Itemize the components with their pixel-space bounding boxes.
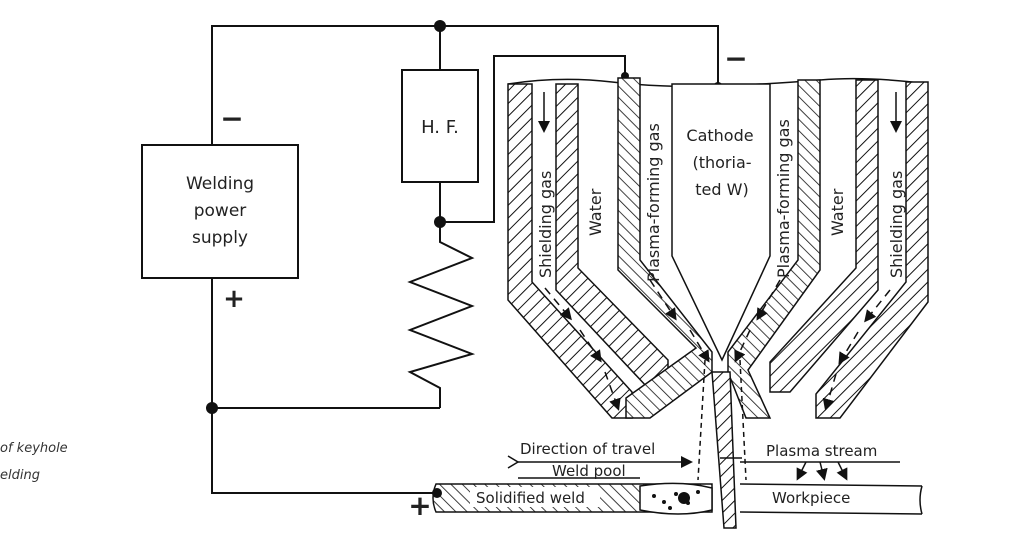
direction-of-travel-label: Direction of travel: [520, 440, 655, 458]
travel-arrows: [507, 455, 900, 481]
welding-power-supply: Welding power supply: [141, 144, 299, 279]
left-shielding-gas-label: Shielding gas: [536, 171, 555, 278]
junction-dot-hf: [434, 216, 446, 228]
workpiece-label: Workpiece: [772, 489, 850, 507]
plasma-stream-label: Plasma stream: [766, 442, 877, 460]
right-nozzle-wall: [727, 79, 821, 419]
power-supply-plus: +: [223, 284, 245, 314]
right-outer-wall: [815, 81, 929, 419]
junction-dot-top: [434, 20, 446, 32]
workpiece: [432, 482, 923, 515]
right-water-label: Water: [828, 188, 847, 236]
left-nozzle-wall: [617, 77, 713, 419]
junction-dot-bottom: [206, 402, 218, 414]
plasma-torch: [507, 77, 929, 419]
hf-label: H. F.: [421, 117, 459, 138]
power-supply-line-1: Welding: [186, 174, 254, 194]
right-water-wall: [769, 79, 879, 393]
top-minus: −: [724, 42, 747, 75]
cathode-electrode: [671, 83, 771, 362]
weld-pool-label: Weld pool: [552, 462, 626, 480]
power-supply-minus: −: [220, 102, 243, 135]
plasma-column: [697, 359, 747, 529]
caption-line-2: elding: [0, 468, 40, 483]
right-shielding-gas-label: Shielding gas: [887, 171, 906, 278]
gas-flow-arrows: [538, 92, 902, 411]
power-supply-line-2: power: [194, 201, 247, 221]
left-plasma-gas-label: Plasma-forming gas: [644, 123, 663, 282]
cathode-label-2: (thoria-: [692, 153, 751, 172]
power-supply-line-3: supply: [192, 228, 248, 248]
workpiece-connection-dot: [432, 488, 442, 498]
hf-generator: H. F.: [401, 69, 479, 183]
left-water-label: Water: [586, 188, 605, 236]
workpiece-plus: +: [408, 489, 431, 522]
solidified-weld-label: Solidified weld: [476, 489, 585, 507]
cathode-label-3: ted W): [695, 180, 748, 199]
cathode-label-1: Cathode: [686, 126, 753, 145]
right-plasma-gas-label: Plasma-forming gas: [774, 119, 793, 278]
caption-line-1: of keyhole: [0, 441, 68, 456]
